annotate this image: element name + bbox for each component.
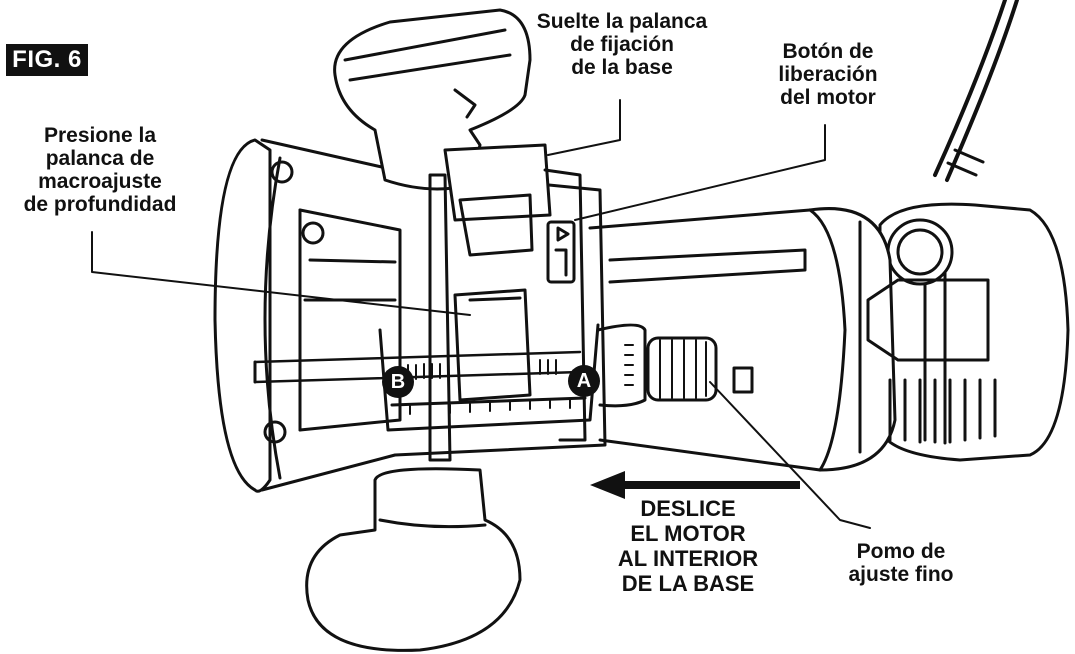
leader-line-release-lever — [547, 99, 621, 156]
callout-macro-depth-lever: Presione la palanca de macroajuste de pr… — [23, 124, 177, 216]
bottom-handle — [305, 467, 522, 652]
motor-housing — [588, 207, 897, 472]
top-handle — [333, 8, 532, 191]
callout-fine-adjust-knob: Pomo de ajuste fino — [848, 540, 954, 586]
base-screw — [270, 160, 294, 184]
fine-adjust-scale — [596, 323, 647, 408]
callout-slide-motor: DESLICE EL MOTOR AL INTERIOR DE LA BASE — [617, 496, 759, 596]
figure-label: FIG. 6 — [6, 44, 88, 76]
leader-line-macro-lever — [91, 231, 471, 316]
slide-direction-arrow — [590, 471, 800, 499]
base-clamp-lever — [443, 143, 552, 222]
leader-line-fine-knob — [709, 381, 871, 529]
base-screw — [263, 420, 287, 444]
marker-b: B — [382, 366, 414, 398]
fine-adjust-knob — [646, 336, 718, 402]
motor-switch — [732, 366, 754, 394]
callout-motor-release-button: Botón de liberación del motor — [778, 40, 878, 109]
power-cord — [933, 0, 1007, 177]
macro-depth-lever — [453, 288, 532, 402]
marker-a: A — [568, 365, 600, 397]
base-ring — [213, 138, 272, 493]
base-screw — [301, 221, 325, 245]
callout-release-lever: Suelte la palanca de fijación de la base — [536, 10, 708, 79]
leader-line-motor-button — [574, 124, 826, 221]
